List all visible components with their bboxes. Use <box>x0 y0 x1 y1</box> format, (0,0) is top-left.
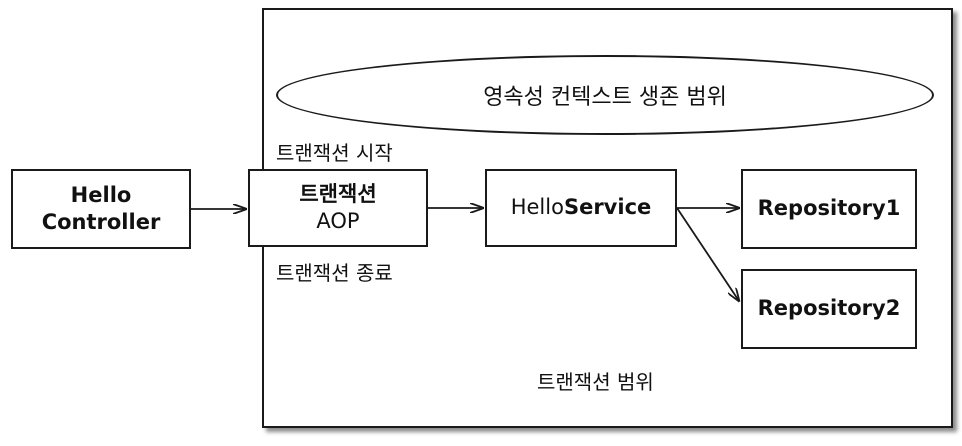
tx-end-label: 트랜잭션 종료 <box>276 261 393 285</box>
repository2-label: Repository2 <box>757 296 901 321</box>
tx-start-label: 트랜잭션 시작 <box>276 141 393 165</box>
tx-scope-label: 트랜잭션 범위 <box>537 370 654 394</box>
hello-service-node: HelloService <box>485 169 677 247</box>
repository1-label: Repository1 <box>757 196 901 221</box>
hello-controller-line2: Controller <box>41 210 161 234</box>
persistence-context-ellipse: 영속성 컨텍스트 생존 범위 <box>276 55 934 135</box>
transaction-aop-line2: AOP <box>316 209 360 233</box>
hello-service-part2: Service <box>563 195 652 220</box>
hello-controller-node: Hello Controller <box>11 169 191 249</box>
hello-service-part1: Hello <box>510 195 564 220</box>
persistence-context-label: 영속성 컨텍스트 생존 범위 <box>483 85 727 110</box>
repository1-node: Repository1 <box>741 169 917 249</box>
transaction-aop-line1: 트랜잭션 <box>299 181 377 206</box>
hello-controller-line1: Hello <box>70 182 132 207</box>
transaction-aop-node: 트랜잭션 AOP <box>248 169 428 247</box>
repository2-node: Repository2 <box>741 269 917 349</box>
